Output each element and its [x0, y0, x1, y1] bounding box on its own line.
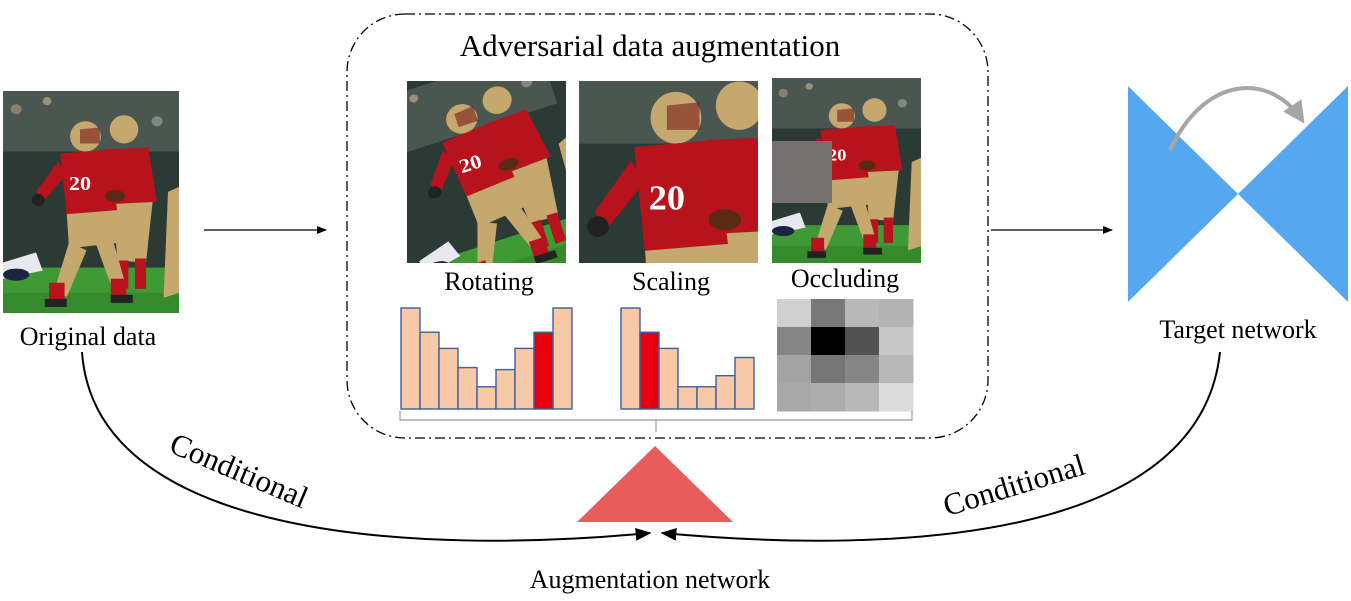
occlusion-grid-cell [811, 299, 846, 328]
scaling-histogram-bar [734, 356, 755, 410]
scaling-histogram-bar [658, 347, 679, 410]
occlusion-grid-cell [879, 383, 914, 412]
rotating-histogram-bar [552, 307, 573, 410]
rotating-image [407, 81, 566, 263]
rotating-histogram-bar [533, 331, 554, 410]
original-data-image [3, 91, 179, 313]
scaling-histogram-bar [715, 374, 736, 410]
rotating-histogram-bar [438, 347, 459, 410]
scaling-label: Scaling [632, 267, 710, 296]
rotating-histogram-bar [457, 366, 478, 410]
target-network-label: Target network [1159, 315, 1316, 344]
conditional-label-left: Conditional [165, 426, 313, 515]
scaling-histogram-bar [639, 331, 660, 410]
occlusion-grid-cell [845, 327, 880, 356]
original-data-label: Original data [20, 322, 157, 351]
conditional-arc-left [81, 351, 652, 542]
scaling-histogram-bar [677, 386, 698, 410]
occlusion-grid-cell [879, 327, 914, 356]
conditional-label-right: Conditional [939, 447, 1089, 523]
rotating-label: Rotating [444, 267, 534, 296]
rotating-distribution-histogram [400, 307, 573, 410]
augmentation-module-title: Adversarial data augmentation [460, 28, 841, 63]
target-network-recurrence-arrow [1168, 86, 1305, 151]
occlusion-distribution-grid [777, 299, 914, 412]
conditional-arc-right [660, 351, 1221, 542]
occlusion-grid-cell [777, 327, 812, 356]
distribution-brace [399, 411, 913, 432]
occlusion-grid-cell [811, 383, 846, 412]
occlusion-grid-cell [845, 299, 880, 328]
augmentation-module-box [346, 13, 989, 439]
occlusion-grid-cell [845, 383, 880, 412]
occluding-label: Occluding [791, 264, 899, 293]
occlusion-grid-cell [879, 299, 914, 328]
target-network-left-triangle [1128, 86, 1238, 302]
occlusion-grid-cell [811, 355, 846, 384]
augmentation-network-triangle [577, 446, 733, 522]
occlusion-grid-cell [777, 299, 812, 328]
occlusion-grid-cell [811, 327, 846, 356]
scaling-histogram-bar [620, 307, 641, 410]
occlusion-grid-cell [777, 383, 812, 412]
target-network-right-triangle [1238, 86, 1348, 302]
occlusion-grid-cell [879, 355, 914, 384]
augmentation-network-label: Augmentation network [530, 565, 770, 594]
occlusion-grid-cell [845, 355, 880, 384]
occlusion-grid-cell [777, 355, 812, 384]
occluder-patch [772, 141, 832, 203]
rotating-histogram-bar [514, 347, 535, 410]
rotating-histogram-bar [495, 368, 516, 410]
scaling-distribution-histogram [620, 307, 755, 410]
rotating-histogram-bar [476, 386, 497, 410]
rotating-histogram-bar [400, 307, 421, 410]
scaling-histogram-bar [696, 386, 717, 410]
rotating-histogram-bar [419, 331, 440, 410]
